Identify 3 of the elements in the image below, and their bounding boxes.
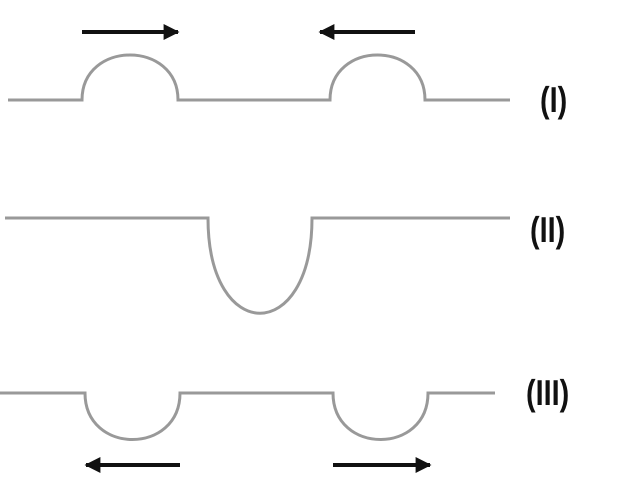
- part-label: (III): [526, 375, 570, 411]
- part-label: (I): [540, 82, 568, 118]
- part-label: (II): [530, 212, 566, 248]
